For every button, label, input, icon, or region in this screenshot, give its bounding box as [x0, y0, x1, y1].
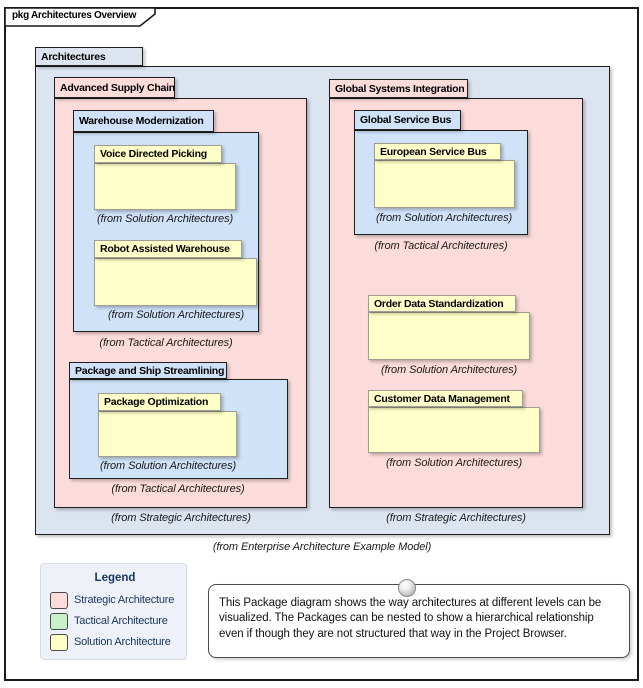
package-caption-global-systems-integration: (from Strategic Architectures) [386, 512, 526, 524]
package-tab-voice-directed-picking[interactable]: Voice Directed Picking [94, 145, 222, 163]
package-tab-package-optimization[interactable]: Package Optimization [98, 393, 221, 411]
diagram-frame-tab-icon[interactable] [4, 7, 157, 27]
package-tab-european-service-bus[interactable]: European Service Bus [374, 143, 501, 160]
legend-label-solution: Solution Architecture [74, 636, 171, 648]
package-body-voice-directed-picking[interactable] [94, 163, 236, 210]
package-tab-global-service-bus[interactable]: Global Service Bus [354, 110, 461, 130]
package-tab-robot-assisted-warehouse[interactable]: Robot Assisted Warehouse [94, 240, 242, 258]
diagram-title: pkg Architectures Overview [12, 10, 137, 21]
package-tab-warehouse-modernization[interactable]: Warehouse Modernization [73, 110, 214, 132]
package-tab-customer-data-management[interactable]: Customer Data Management [368, 390, 523, 407]
package-tab-architectures[interactable]: Architectures [35, 47, 143, 66]
package-caption-robot-assisted-warehouse: (from Solution Architectures) [107, 309, 245, 321]
diagram-frame [4, 7, 639, 681]
package-body-european-service-bus[interactable] [374, 160, 515, 208]
package-tab-package-and-ship-streamlining[interactable]: Package and Ship Streamlining [69, 362, 227, 379]
note-text: This Package diagram shows the way archi… [219, 597, 602, 640]
package-caption-global-service-bus: (from Tactical Architectures) [374, 240, 508, 252]
package-caption-customer-data-management: (from Solution Architectures) [385, 457, 523, 469]
package-caption-advanced-supply-chain: (from Strategic Architectures) [111, 512, 251, 524]
package-tab-advanced-supply-chain[interactable]: Advanced Supply Chain [54, 77, 175, 98]
note-pin-icon [398, 579, 416, 597]
package-body-order-data-standardization[interactable] [368, 312, 530, 360]
package-body-robot-assisted-warehouse[interactable] [94, 258, 257, 306]
legend-label-strategic: Strategic Architecture [74, 594, 175, 606]
package-caption-voice-directed-picking: (from Solution Architectures) [96, 213, 234, 225]
legend-swatch-solution-icon [50, 634, 68, 651]
package-body-customer-data-management[interactable] [368, 407, 540, 453]
package-caption-order-data-standardization: (from Solution Architectures) [380, 364, 518, 376]
diagram-note[interactable]: This Package diagram shows the way archi… [208, 584, 630, 658]
package-caption-package-and-ship-streamlining: (from Tactical Architectures) [111, 483, 245, 495]
package-body-package-optimization[interactable] [98, 411, 237, 457]
legend-label-tactical: Tactical Architecture [74, 615, 168, 627]
legend-swatch-strategic-icon [50, 592, 68, 609]
legend[interactable]: Legend Strategic Architecture Tactical A… [40, 563, 187, 660]
package-caption-package-optimization: (from Solution Architectures) [99, 460, 237, 472]
legend-swatch-tactical-icon [50, 613, 68, 630]
package-tab-global-systems-integration[interactable]: Global Systems Integration [329, 79, 468, 98]
package-caption-warehouse-modernization: (from Tactical Architectures) [99, 337, 233, 349]
package-tab-order-data-standardization[interactable]: Order Data Standardization [368, 295, 516, 312]
package-caption-architectures: (from Enterprise Architecture Example Mo… [212, 541, 432, 553]
package-caption-european-service-bus: (from Solution Architectures) [375, 212, 513, 224]
legend-title: Legend [94, 572, 136, 584]
